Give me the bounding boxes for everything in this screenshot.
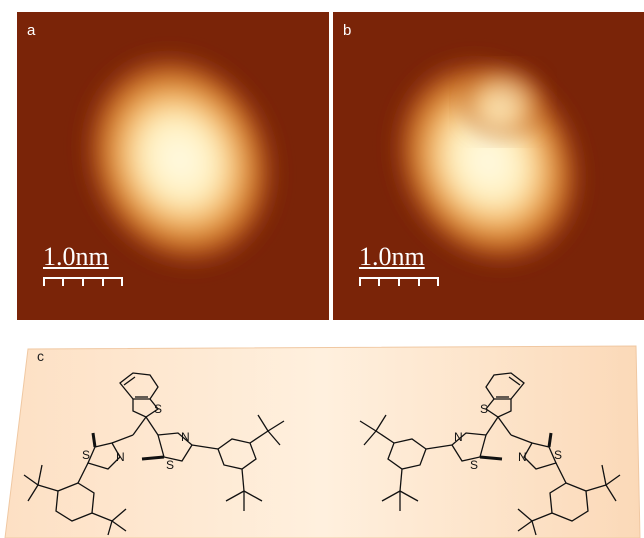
panel-a-label: a	[27, 22, 36, 39]
scale-bar-a	[43, 277, 123, 286]
atom-s-right-1: S	[480, 402, 488, 416]
atom-s-right-3: S	[470, 458, 478, 472]
scale-bar-label-a: 1.0nm	[43, 242, 109, 271]
atom-n-left-2: N	[181, 430, 190, 444]
stm-image-a: a 1.0nm	[17, 12, 329, 320]
atom-n-right-1: N	[518, 450, 527, 464]
scale-bar-b	[359, 277, 439, 286]
atom-n-right-2: N	[454, 430, 463, 444]
atom-s-right-2: S	[554, 448, 562, 462]
atom-s-left-2: S	[82, 448, 90, 462]
panel-c-label: c	[37, 348, 44, 364]
panel-c-background	[4, 345, 641, 538]
molecular-structure-panel: S S N N S S S N N S	[4, 345, 641, 538]
atom-n-left-1: N	[116, 450, 125, 464]
panel-b-label: b	[343, 22, 352, 39]
scale-bar-label-b: 1.0nm	[359, 242, 425, 271]
atom-s-left-3: S	[166, 458, 174, 472]
atom-s-left-1: S	[154, 402, 162, 416]
stm-image-b: b 1.0nm	[333, 12, 644, 320]
